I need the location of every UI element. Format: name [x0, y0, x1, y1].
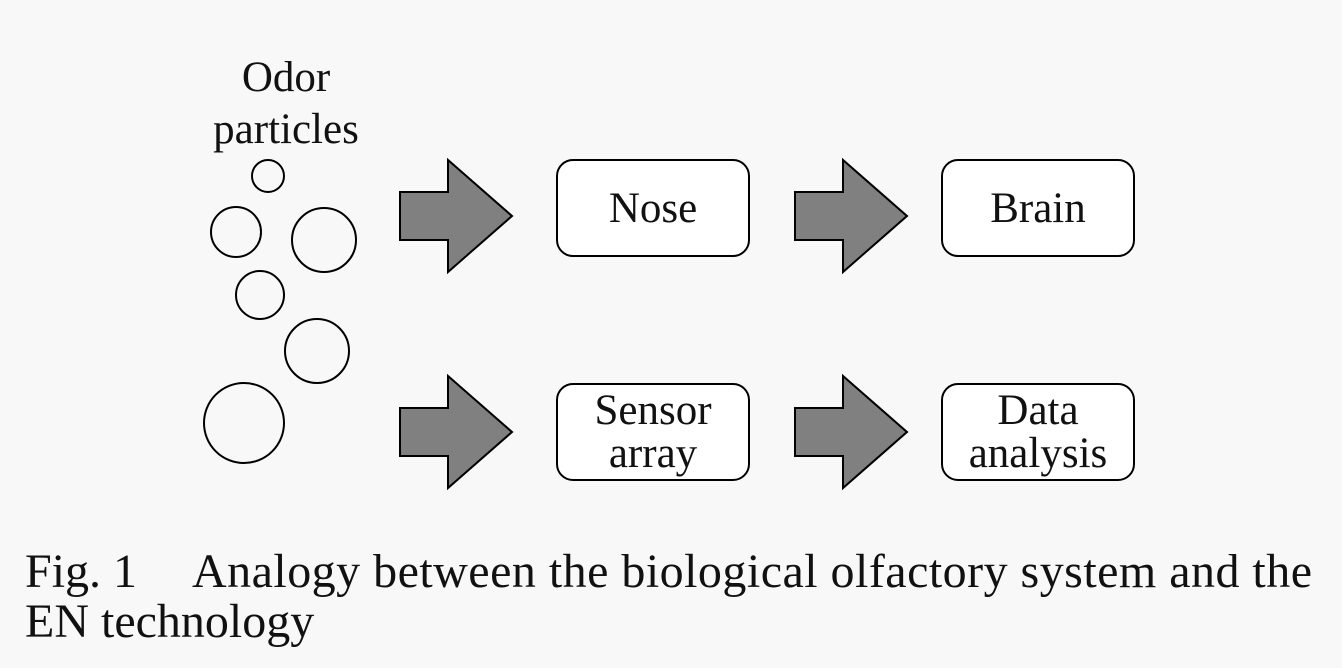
- odor-particle: [284, 318, 350, 384]
- odor-particle: [210, 206, 262, 258]
- top-row: Nose Brain: [399, 157, 1135, 275]
- data-analysis-box: Data analysis: [941, 383, 1135, 481]
- data-analysis-label-line1: Data: [997, 387, 1078, 434]
- odor-particle: [291, 207, 357, 273]
- arrow-right-icon: [794, 373, 909, 491]
- odor-label-line2: particles: [213, 106, 359, 153]
- nose-box: Nose: [556, 159, 750, 257]
- bottom-row: Sensor array Data analysis: [399, 373, 1135, 491]
- caption-label: Fig. 1: [25, 545, 137, 598]
- arrow-right-icon: [794, 157, 909, 275]
- sensor-array-label-line2: array: [609, 430, 698, 477]
- odor-source: Odor particles: [203, 54, 359, 464]
- sensor-array-box: Sensor array: [556, 383, 750, 481]
- data-analysis-box-frame: [941, 383, 1135, 481]
- brain-label: Brain: [990, 185, 1086, 232]
- odor-particle: [251, 159, 285, 193]
- odor-particle: [235, 270, 285, 320]
- brain-box: Brain: [941, 159, 1135, 257]
- sensor-array-box-frame: [556, 383, 750, 481]
- nose-box-frame: [556, 159, 750, 257]
- brain-box-frame: [941, 159, 1135, 257]
- caption-line1: Analogy between the biological olfactory…: [192, 545, 1312, 598]
- figure-caption: Fig. 1 Analogy between the biological ol…: [25, 545, 1312, 648]
- arrow-right-icon: [399, 373, 514, 491]
- arrow-right-icon: [399, 157, 514, 275]
- odor-label-line1: Odor: [242, 54, 330, 101]
- sensor-array-label-line1: Sensor: [594, 387, 711, 434]
- nose-label: Nose: [609, 185, 697, 232]
- caption-line2: EN technology: [25, 595, 314, 648]
- odor-particle: [203, 382, 285, 464]
- data-analysis-label-line2: analysis: [969, 430, 1108, 477]
